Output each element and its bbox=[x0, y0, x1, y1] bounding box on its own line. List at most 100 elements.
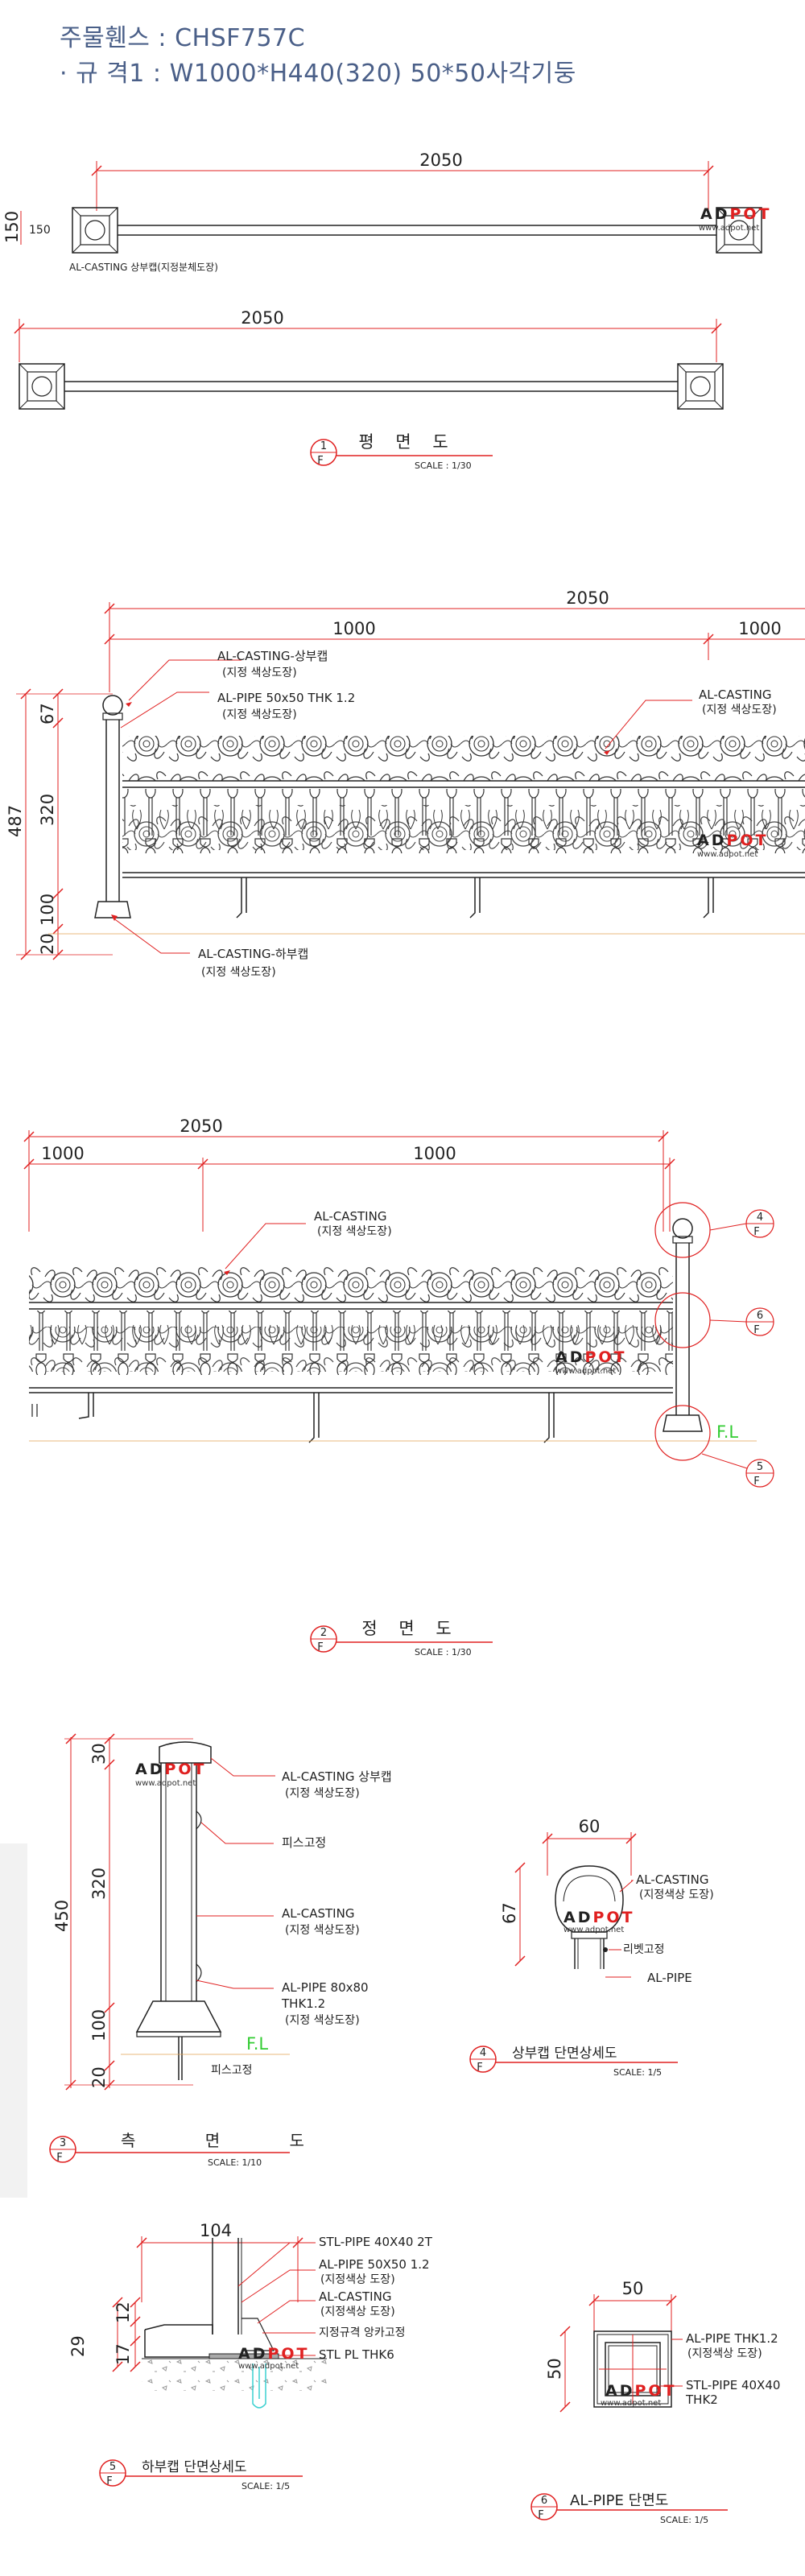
plan-title-block: 1 F 평 면 도 SCALE : 1/30 bbox=[310, 432, 493, 471]
plan-view: 2050 150 150 ADPOT www.adpot.net AL-CAST… bbox=[2, 151, 772, 471]
drawing-label: (지정 색상도장) bbox=[317, 1225, 392, 1238]
elev2-fence-panel bbox=[29, 1257, 673, 1443]
drawing-label: 1 bbox=[320, 440, 327, 452]
detail-circle-5 bbox=[654, 1405, 711, 1461]
side-post bbox=[135, 1741, 222, 2080]
pipe-callout-stl: STL-PIPE 40X40 bbox=[686, 2378, 780, 2392]
cap-callout-casting: AL-CASTING bbox=[636, 1872, 708, 1887]
drawing-label: (지정색상 도장) bbox=[320, 2306, 395, 2318]
side-title-block: 3 F 측 면 도 SCALE: 1/10 bbox=[49, 2131, 304, 2168]
pipe-dim-width: 50 bbox=[622, 2279, 644, 2298]
cap-section bbox=[555, 1865, 624, 1969]
elev1-dim-span-2: 1000 bbox=[738, 619, 781, 638]
drawing-label: www.adpot.net bbox=[601, 2399, 661, 2408]
elev1-dim-20: 20 bbox=[38, 933, 57, 955]
plan-dim-side-2: 150 bbox=[29, 224, 51, 237]
drawing-label: F bbox=[106, 2475, 112, 2487]
elev2-tag-6: 6 F bbox=[745, 1307, 774, 1336]
drawing-label: ADPOT bbox=[238, 2345, 310, 2363]
watermark: ADPOT www.adpot.net bbox=[601, 2382, 677, 2408]
plan-scale: SCALE : 1/30 bbox=[415, 460, 472, 471]
side-dim-320: 320 bbox=[89, 1868, 109, 1900]
plan-dim-top: 2050 bbox=[419, 151, 462, 170]
drawing-label: 6 bbox=[541, 2495, 547, 2507]
side-callout-casting: AL-CASTING bbox=[282, 1906, 354, 1921]
elev2-title: 정 면 도 bbox=[361, 1619, 459, 1638]
side-callout-screw: 피스고정 bbox=[282, 1835, 326, 1850]
elev2-fl-label: F.L bbox=[716, 1422, 738, 1442]
watermark: ADPOT www.adpot.net bbox=[238, 2345, 310, 2371]
drawing-title: 주물휀스 : CHSF757C bbox=[60, 24, 306, 52]
drawing-label: F bbox=[317, 1641, 323, 1653]
drawing-label: (지정 색상도장) bbox=[285, 1924, 360, 1937]
drawing-label: 5 bbox=[757, 1461, 763, 1473]
plan-title: 평 면 도 bbox=[358, 432, 456, 452]
drawing-label: 4 bbox=[480, 2047, 486, 2059]
elev2-dim-total: 2050 bbox=[180, 1117, 222, 1136]
side-dim-20: 20 bbox=[89, 2066, 109, 2088]
elev2-title-block: 2 F 정 면 도 SCALE : 1/30 bbox=[310, 1619, 493, 1657]
elev1-callout-base: AL-CASTING-하부캡 bbox=[198, 947, 308, 961]
drawing-label: F bbox=[477, 2062, 482, 2074]
drawing-label: ADPOT bbox=[564, 1909, 635, 1926]
base-callout-al-pipe: AL-PIPE 50X50 1.2 bbox=[319, 2257, 430, 2272]
plan-post-left bbox=[72, 207, 118, 254]
plan-callout: AL-CASTING 상부캡(지정분체도장) bbox=[69, 262, 218, 273]
cap-dim-60: 60 bbox=[579, 1817, 601, 1836]
side-scale: SCALE: 1/10 bbox=[208, 2157, 262, 2168]
pipe-section-detail: 50 50 ADPOT www.adpot.net AL-PIPE THK1.2… bbox=[530, 2279, 780, 2525]
cap-callout-rivet: 리벳고정 bbox=[623, 1943, 665, 1956]
drawing-label: (지정 색상도장) bbox=[222, 667, 297, 679]
watermark: ADPOT www.adpot.net bbox=[697, 832, 769, 859]
cap-scale: SCALE: 1/5 bbox=[613, 2067, 662, 2078]
pipe-dim-height: 50 bbox=[545, 2358, 564, 2380]
watermark: ADPOT www.adpot.net bbox=[699, 205, 772, 233]
drawing-label: F bbox=[753, 1324, 759, 1336]
pipe-title-block: 6 F AL-PIPE 단면도 SCALE: 1/5 bbox=[530, 2492, 728, 2525]
drawing-label: 5 bbox=[109, 2461, 116, 2473]
watermark: ADPOT www.adpot.net bbox=[564, 1909, 635, 1934]
cap-dim-67: 67 bbox=[500, 1902, 519, 1924]
drawing-label: www.adpot.net bbox=[238, 2362, 299, 2371]
drawing-label: THK2 bbox=[685, 2392, 718, 2407]
elev2-dim-span: 1000 bbox=[41, 1144, 84, 1163]
side-fl-label: F.L bbox=[246, 2034, 268, 2054]
base-title: 하부캡 단면상세도 bbox=[142, 2459, 247, 2475]
base-callout-casting: AL-CASTING bbox=[319, 2289, 391, 2304]
base-callout-stl-pipe: STL-PIPE 40X40 2T bbox=[319, 2235, 433, 2249]
plan-dim-bottom: 2050 bbox=[241, 308, 283, 328]
elev1-callout-pipe: AL-PIPE 50x50 THK 1.2 bbox=[217, 691, 355, 705]
elev2-post bbox=[663, 1218, 703, 1432]
base-scale: SCALE: 1/5 bbox=[242, 2481, 290, 2491]
base-dim-29: 29 bbox=[68, 2335, 88, 2357]
base-dim-17: 17 bbox=[114, 2343, 133, 2365]
elev1-dim-span: 1000 bbox=[332, 619, 375, 638]
watermark: ADPOT www.adpot.net bbox=[135, 1761, 204, 1788]
elev1-dim-total: 2050 bbox=[566, 588, 609, 608]
pipe-title: AL-PIPE 단면도 bbox=[570, 2492, 668, 2509]
drawing-label: ADPOT bbox=[555, 1348, 627, 1366]
plan-post-right-2 bbox=[677, 363, 724, 410]
drawing-label: www.adpot.net bbox=[699, 224, 759, 233]
side-dim-100: 100 bbox=[89, 2009, 109, 2041]
elev2-tag-5: 5 F bbox=[745, 1459, 774, 1488]
drawing-label: ADPOT bbox=[605, 2382, 677, 2400]
side-view: 450 30 320 100 20 F.L ADPOT www.adpot.ne… bbox=[0, 1733, 392, 2198]
cap-detail: 60 67 ADPOT www.adpot.net AL-CASTING (지정… bbox=[469, 1817, 714, 2078]
side-dim-30: 30 bbox=[89, 1743, 109, 1765]
elev1-dim-100: 100 bbox=[38, 894, 57, 926]
side-callout-screw-2: 피스고정 bbox=[211, 2064, 253, 2077]
elev1-dim-height: 487 bbox=[6, 805, 25, 837]
drawing-label: www.adpot.net bbox=[697, 850, 758, 859]
drawing-label: F bbox=[753, 1226, 759, 1238]
drawing-label: THK1.2 bbox=[281, 1996, 325, 2011]
drawing-label: F bbox=[317, 455, 323, 467]
elev1-post bbox=[94, 695, 131, 919]
pipe-scale: SCALE: 1/5 bbox=[660, 2515, 708, 2525]
pipe-section bbox=[593, 2330, 672, 2408]
drawing-label: (지정 색상도장) bbox=[702, 704, 777, 716]
drawing-label: ADPOT bbox=[700, 205, 772, 223]
drawing-label: 2 bbox=[320, 1627, 327, 1639]
drawing-label: F bbox=[538, 2509, 543, 2521]
drawing-label: ADPOT bbox=[697, 832, 769, 849]
